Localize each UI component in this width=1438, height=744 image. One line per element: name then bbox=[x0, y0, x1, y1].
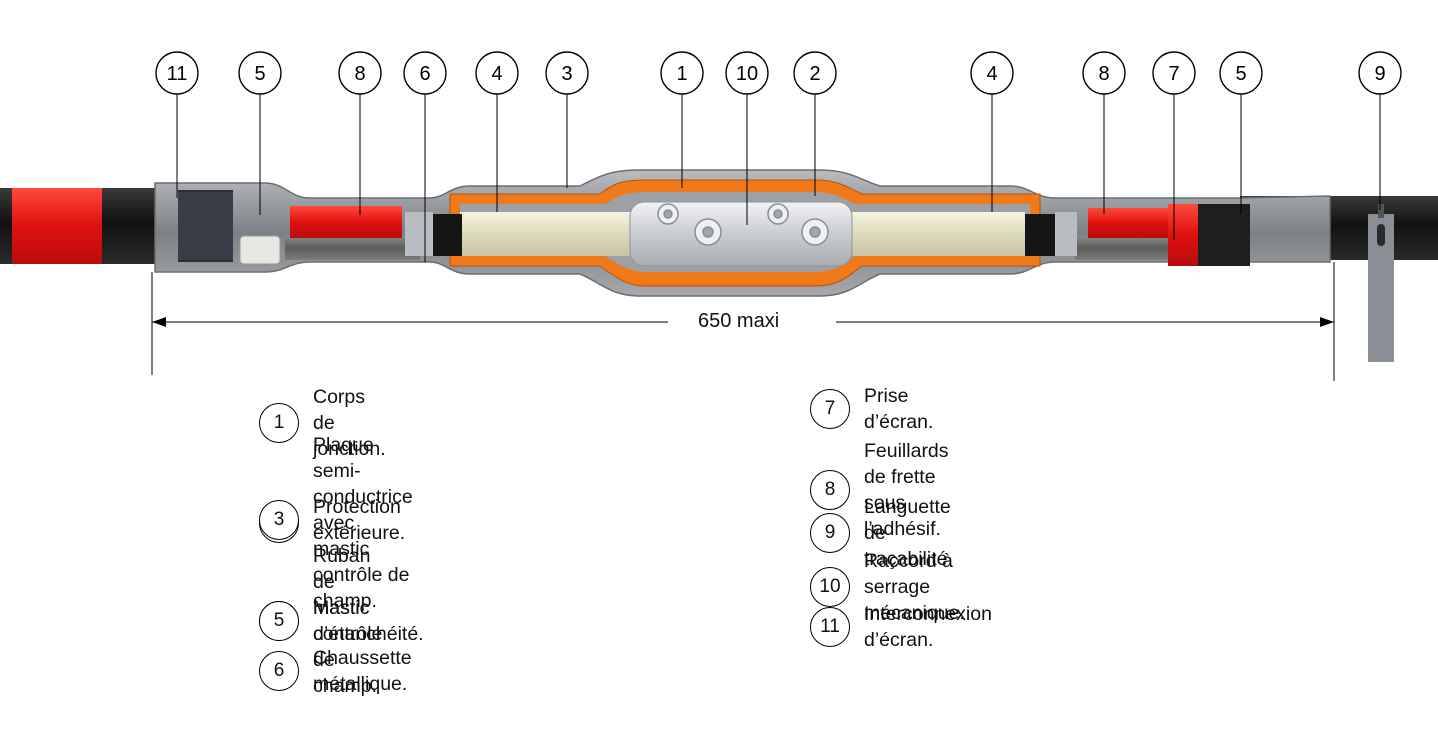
dimension-label: 650 maxi bbox=[690, 310, 788, 333]
callout-circle-11 bbox=[155, 51, 199, 95]
right-insulation bbox=[850, 212, 1025, 256]
legend-number-3: 3 bbox=[259, 500, 299, 540]
left-braid bbox=[285, 236, 420, 260]
callout-circle-1 bbox=[660, 51, 704, 95]
callout-circle-8 bbox=[338, 51, 382, 95]
left-semicon bbox=[432, 214, 462, 256]
callout-label-8: 8 bbox=[1098, 63, 1109, 85]
dim-arrow-right bbox=[1320, 317, 1334, 327]
callout-group: 11 5 8 6 4 3 1 10 2 4 8 7 5 9 bbox=[155, 51, 1402, 262]
left-gap bbox=[405, 212, 433, 256]
callout-circle-7 bbox=[1152, 51, 1196, 95]
callout-label-11: 11 bbox=[167, 63, 188, 85]
connector-bolts bbox=[657, 203, 829, 246]
legend-number-11: 11 bbox=[810, 607, 850, 647]
legend-item-2: 2Plaque semi-conductrice avec mastic con… bbox=[259, 432, 413, 614]
callout-circle-5 bbox=[238, 51, 282, 95]
right-screen-tap bbox=[1168, 204, 1198, 266]
tag-slot bbox=[1377, 224, 1385, 246]
right-braid bbox=[1075, 236, 1185, 260]
legend-item-3: 3 Protection extérieure. bbox=[259, 494, 405, 546]
legend-item-6: 6 Chaussette métallique. bbox=[259, 645, 412, 697]
legend-text-3: Protection extérieure. bbox=[313, 496, 406, 544]
callout-label-6: 6 bbox=[419, 63, 430, 85]
callout-label-5: 5 bbox=[1235, 63, 1246, 85]
legend-item-8: 8 Feuillards de frette sous l’adhésif. bbox=[810, 438, 949, 542]
callout-circle-3 bbox=[545, 51, 589, 95]
callout-label-2: 2 bbox=[809, 63, 820, 85]
legend-number-5: 5 bbox=[259, 601, 299, 641]
legend-text-2: Plaque semi-conductrice avec mastic cont… bbox=[313, 434, 413, 612]
legend-text-1: Corps de jonction. bbox=[313, 386, 386, 460]
legend-number-9: 9 bbox=[810, 513, 850, 553]
callout-circle-8 bbox=[1082, 51, 1126, 95]
left-hoop-tape bbox=[290, 206, 402, 238]
legend-item-1: 1 Corps de jonction. bbox=[259, 384, 386, 462]
callout-circle-5 bbox=[1219, 51, 1263, 95]
callout-label-5: 5 bbox=[254, 63, 265, 85]
legend-number-6: 6 bbox=[259, 651, 299, 691]
legend-text-6: Chaussette métallique. bbox=[313, 647, 412, 695]
left-link-band bbox=[178, 192, 233, 260]
left-mastic-block bbox=[239, 235, 281, 265]
callout-label-7: 7 bbox=[1168, 63, 1179, 85]
right-gap bbox=[1055, 212, 1077, 256]
legend-item-9: 9 Languette de traçabilité. bbox=[810, 494, 953, 572]
legend-text-5: Mastic d’étanchéité. bbox=[313, 597, 424, 645]
legend-text-10: Raccord à serrage mécanique. bbox=[864, 550, 965, 624]
callout-circle-4 bbox=[970, 51, 1014, 95]
legend-text-4: Ruban de mastic contrôle de champ. bbox=[313, 545, 383, 697]
legend-number-8: 8 bbox=[810, 470, 850, 510]
callout-circle-6 bbox=[403, 51, 447, 95]
legend-text-7: Prise d’écran. bbox=[864, 385, 934, 433]
legend-item-11: 11 Interconnexion d’écran. bbox=[810, 601, 992, 653]
callout-circle-9 bbox=[1358, 51, 1402, 95]
legend-number-10: 10 bbox=[810, 567, 850, 607]
legend-text-8: Feuillards de frette sous l’adhésif. bbox=[864, 440, 949, 540]
right-hoop-tape bbox=[1088, 208, 1170, 238]
callout-circle-4 bbox=[475, 51, 519, 95]
callout-circle-10 bbox=[725, 51, 769, 95]
legend-item-10: 10 Raccord à serrage mécanique. bbox=[810, 548, 965, 626]
mechanical-connector bbox=[629, 201, 853, 267]
legend-text-11: Interconnexion d’écran. bbox=[864, 603, 992, 651]
callout-label-4: 4 bbox=[491, 63, 502, 85]
tag-strap bbox=[1378, 204, 1384, 218]
callout-label-8: 8 bbox=[354, 63, 365, 85]
dim-arrow-left bbox=[152, 317, 166, 327]
left-insulation bbox=[460, 212, 640, 256]
legend-item-5: 5 Mastic d’étanchéité. bbox=[259, 595, 424, 647]
right-semicon bbox=[1025, 214, 1055, 256]
legend-number-7: 7 bbox=[810, 389, 850, 429]
legend-item-7: 7 Prise d’écran. bbox=[810, 383, 933, 435]
callout-label-4: 4 bbox=[986, 63, 997, 85]
left-red-tape bbox=[12, 188, 102, 264]
callout-label-9: 9 bbox=[1374, 63, 1385, 85]
callout-label-1: 1 bbox=[676, 63, 687, 85]
callout-circle-2 bbox=[793, 51, 837, 95]
callout-label-3: 3 bbox=[561, 63, 572, 85]
callout-label-10: 10 bbox=[736, 63, 758, 85]
right-mastic bbox=[1198, 204, 1250, 266]
legend-text-9: Languette de traçabilité. bbox=[864, 496, 953, 570]
legend-number-1: 1 bbox=[259, 403, 299, 443]
